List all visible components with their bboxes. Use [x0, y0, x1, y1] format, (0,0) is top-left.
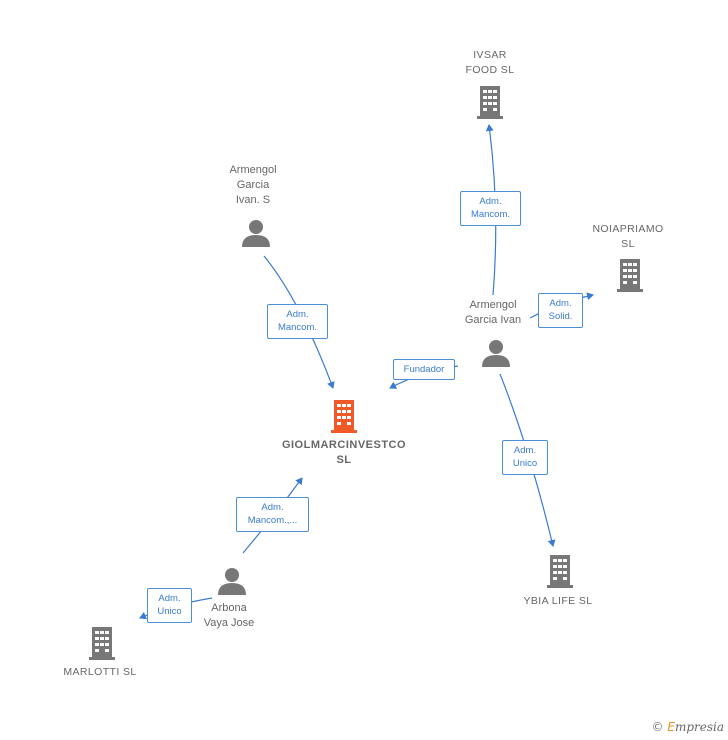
edge-label-arbona-to-marlotti[interactable]: Adm. Unico: [147, 588, 192, 623]
node-label-ivsar[interactable]: IVSAR FOOD SL: [465, 49, 515, 76]
edge-label-armengol-ivan-to-ivsar[interactable]: Adm. Mancom.: [460, 191, 521, 226]
brand-logo-initial: E: [667, 720, 675, 734]
copyright-symbol: ©: [651, 720, 664, 734]
person-icon[interactable]: [217, 566, 247, 596]
building-icon[interactable]: [615, 257, 645, 293]
edge-label-armengol-s-to-giolmarcinvestco[interactable]: Adm. Mancom.: [267, 304, 328, 339]
building-icon[interactable]: [329, 398, 359, 434]
building-icon[interactable]: [87, 625, 117, 661]
node-label-armengol-s[interactable]: Armengol Garcia Ivan. S: [229, 164, 277, 206]
brand-logo-text: mpresia: [674, 720, 724, 734]
edge-label-armengol-ivan-to-giolmarcinvestco[interactable]: Fundador: [393, 359, 455, 380]
node-label-ybia[interactable]: YBIA LIFE SL: [523, 595, 593, 607]
node-label-marlotti[interactable]: MARLOTTI SL: [63, 666, 137, 678]
person-icon[interactable]: [481, 338, 511, 368]
node-label-arbona[interactable]: Arbona Vaya Jose: [203, 602, 255, 629]
building-icon[interactable]: [545, 553, 575, 589]
edge-label-armengol-ivan-to-ybia[interactable]: Adm. Unico: [502, 440, 548, 475]
node-label-noiapriamo[interactable]: NOIAPRIAMO SL: [592, 223, 664, 250]
building-icon[interactable]: [475, 84, 505, 120]
edge-label-arbona-to-giolmarcinvestco[interactable]: Adm. Mancom.,...: [236, 497, 309, 532]
person-icon[interactable]: [241, 218, 271, 248]
edge-label-armengol-ivan-to-noiapriamo[interactable]: Adm. Solid.: [538, 293, 583, 328]
node-label-armengol-ivan[interactable]: Armengol Garcia Ivan: [464, 299, 522, 326]
node-label-giolmarcinvestco[interactable]: GIOLMARCINVESTCO SL: [281, 439, 407, 466]
footer-brand: © Empresia: [652, 720, 724, 734]
